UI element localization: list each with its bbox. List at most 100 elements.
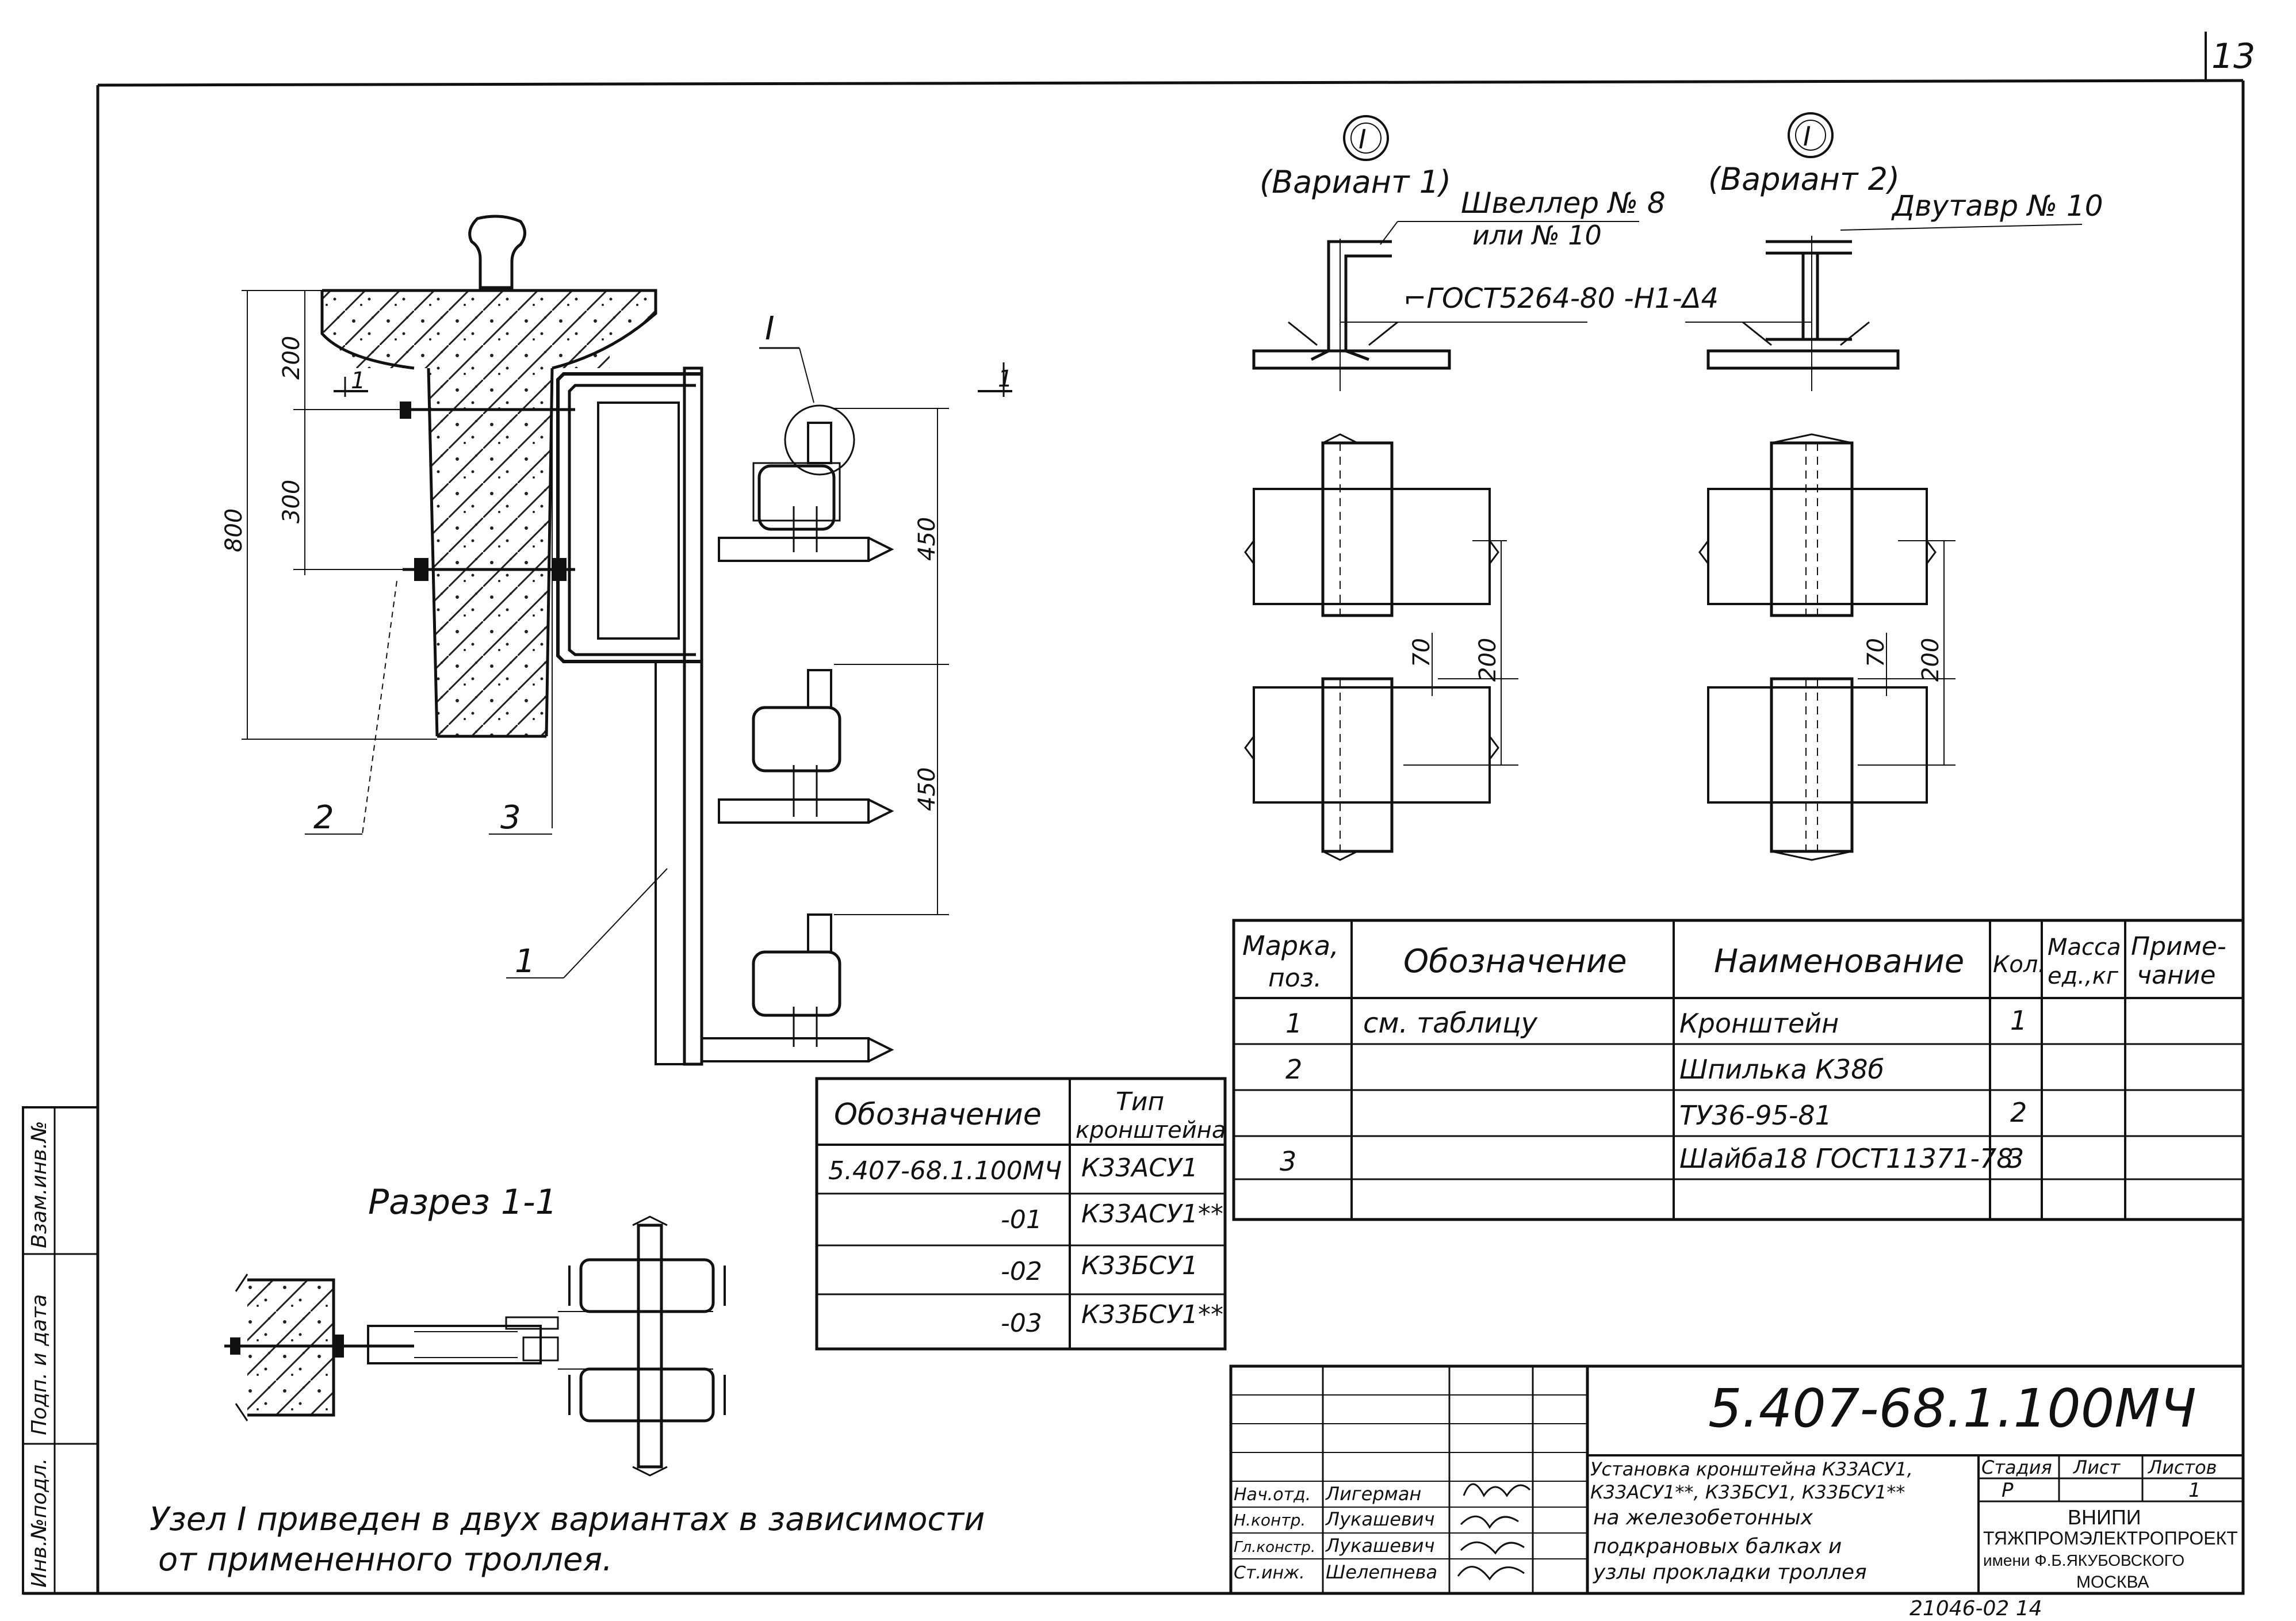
spec-row-3-mark: 3	[1280, 1146, 1296, 1177]
variant1-title: (Вариант 1)	[1260, 164, 1451, 200]
spec-header-designation: Обозначение	[1403, 943, 1627, 980]
spec-table: Марка, поз. Обозначение Наименование Кол…	[1232, 919, 2245, 1221]
trolley-holder-1	[718, 404, 894, 562]
title-sheets: 1	[2188, 1479, 2201, 1502]
spec-row-0-name: Кронштейн	[1679, 1008, 1839, 1039]
spec-row-0-qty: 1	[2010, 1005, 2027, 1036]
variant2-plan: 70 200	[1698, 433, 1956, 861]
signature-scribble-3	[1460, 1541, 1525, 1555]
spec-row-1-name: Шпилька К38б	[1679, 1054, 1884, 1085]
spec-row-3-name: Шайба18 ГОСТ11371-78	[1679, 1143, 2014, 1174]
variant1-plan: 70 200	[1244, 433, 1518, 861]
page-number: 13	[2211, 36, 2255, 77]
variant1-weld: ⌐ГОСТ5264-80 -Н1-Δ4	[1403, 282, 1719, 315]
dim-200: 200	[278, 336, 305, 380]
variant2-title: (Вариант 2)	[1708, 161, 1900, 197]
callout-node-I: I	[765, 310, 775, 347]
spec-header-mark: Марка,	[1242, 930, 1339, 961]
spec-row-0-mark: 1	[1285, 1008, 1302, 1039]
trolley-holder-2	[718, 669, 894, 824]
variant2-node: I	[1803, 121, 1811, 152]
title-block: 5.407-68.1.100МЧ Установка кронштейна К3…	[1229, 1364, 2245, 1595]
org-line-4: МОСКВА	[2076, 1573, 2149, 1592]
sig-1-name: Лукашевич	[1325, 1508, 1434, 1530]
title-line-1: Установка кронштейна К33АСУ1,	[1590, 1458, 1913, 1480]
types-header-type: Тип	[1116, 1087, 1164, 1117]
sig-3-role: Ст.инж.	[1234, 1563, 1305, 1583]
signature-scribble-2	[1460, 1515, 1519, 1529]
sig-1-role: Н.контр.	[1234, 1511, 1306, 1530]
note-line-2: от примененного троллея.	[158, 1541, 613, 1578]
variant2-label: Двутавр № 10	[1891, 189, 2103, 223]
variant2-dim-200: 200	[1918, 638, 1944, 682]
sig-0-role: Нач.отд.	[1234, 1485, 1311, 1505]
section-1-1: Разрез 1-1	[224, 1182, 726, 1477]
dim-450-upper: 450	[914, 517, 940, 561]
types-row-0-type: К33АСУ1	[1081, 1153, 1198, 1183]
section-mark-right: 1	[998, 366, 1012, 392]
title-line-4: подкрановых балках и	[1593, 1535, 1842, 1558]
position-1: 1	[515, 943, 535, 980]
trolley-holder-3	[701, 913, 894, 1062]
spec-header-qty: Кол.	[1993, 951, 2045, 978]
position-3: 3	[500, 799, 521, 836]
types-row-1-code: -01	[1001, 1205, 1042, 1234]
main-view: 800 200 300 1 3 2 1	[221, 215, 1012, 1066]
types-row-1-type: К33АСУ1**	[1081, 1199, 1223, 1229]
spec-row-3-qty: 3	[2007, 1143, 2024, 1174]
types-table: Обозначение Тип кронштейна 5.407-68.1.10…	[815, 1077, 1227, 1351]
section-title: Разрез 1-1	[368, 1182, 557, 1222]
position-2: 2	[313, 799, 334, 836]
side-stamp-cell-1: Взам.инв.№	[28, 1121, 51, 1248]
types-row-3-code: -03	[1001, 1309, 1042, 1338]
spec-row-0-designation: см. таблицу	[1363, 1007, 1538, 1039]
title-line-5: узлы прокладки троллея	[1593, 1561, 1867, 1584]
types-header-bracket: кронштейна	[1076, 1117, 1226, 1144]
signature-scribble-1	[1463, 1483, 1531, 1497]
types-row-3-type: К33БСУ1**	[1081, 1300, 1223, 1329]
title-stage-label: Стадия	[1981, 1456, 2052, 1478]
org-line-1: ВНИПИ	[2068, 1505, 2141, 1529]
title-sheets-label: Листов	[2148, 1456, 2217, 1478]
sig-2-role: Гл.констр.	[1234, 1539, 1315, 1556]
title-line-3: на железобетонных	[1593, 1506, 1813, 1530]
sheet-frame	[23, 32, 2245, 1595]
org-line-3: имени Ф.Б.ЯКУБОВСКОГО	[1983, 1551, 2184, 1569]
signature-scribble-4	[1457, 1566, 1525, 1581]
variant1-label: Швеллер № 8	[1461, 186, 1666, 220]
spec-header-name: Наименование	[1714, 943, 1964, 980]
spec-row-2-qty: 2	[2010, 1097, 2027, 1128]
section-mark-left: 1	[351, 368, 365, 394]
variant1-dim-200: 200	[1475, 638, 1501, 682]
side-stamp: Взам.инв.№ Подп. и дата Инв.№подл.	[22, 1106, 99, 1595]
spec-header-pos: поз.	[1268, 964, 1322, 993]
stamp-number: 21046-02 14	[1909, 1597, 2042, 1620]
side-stamp-cell-3: Инв.№подл.	[28, 1458, 51, 1588]
spec-header-note2: чание	[2137, 961, 2215, 990]
note-line-1: Узел I приведен в двух вариантах в завис…	[150, 1501, 985, 1538]
types-row-2-type: К33БСУ1	[1081, 1251, 1198, 1280]
org-line-2: ТЯЖПРОМЭЛЕКТРОПРОЕКТ	[1983, 1528, 2238, 1549]
variant-2: I (Вариант 2) Двутавр № 10	[1685, 112, 2103, 391]
spec-header-note: Приме-	[2131, 932, 2226, 961]
dim-300: 300	[278, 480, 305, 523]
title-stage: Р	[2002, 1479, 2014, 1502]
types-row-2-code: -02	[1001, 1257, 1042, 1286]
spec-header-mass: Масса	[2048, 934, 2121, 961]
types-header-designation: Обозначение	[834, 1098, 1042, 1132]
variant1-dim-70: 70	[1409, 638, 1435, 667]
variant-1: I (Вариант 1) Швеллер № 8 или № 10 ⌐ГОСТ…	[1252, 115, 1719, 391]
spec-header-mass-unit: ед.,кг	[2048, 963, 2119, 989]
dim-450-lower: 450	[914, 767, 940, 811]
side-stamp-cell-2: Подп. и дата	[28, 1294, 51, 1435]
types-row-0-code: 5.407-68.1.100МЧ	[828, 1156, 1062, 1186]
spec-row-2-name: ТУ36-95-81	[1679, 1100, 1832, 1131]
spec-row-1-mark: 2	[1285, 1054, 1302, 1085]
sig-0-name: Лигерман	[1325, 1483, 1421, 1505]
title-block-code: 5.407-68.1.100МЧ	[1708, 1378, 2196, 1439]
title-sheet-label: Лист	[2073, 1456, 2121, 1478]
title-line-2: К33АСУ1**, К33БСУ1, К33БСУ1**	[1590, 1481, 1905, 1503]
variant1-node: I	[1359, 124, 1367, 155]
